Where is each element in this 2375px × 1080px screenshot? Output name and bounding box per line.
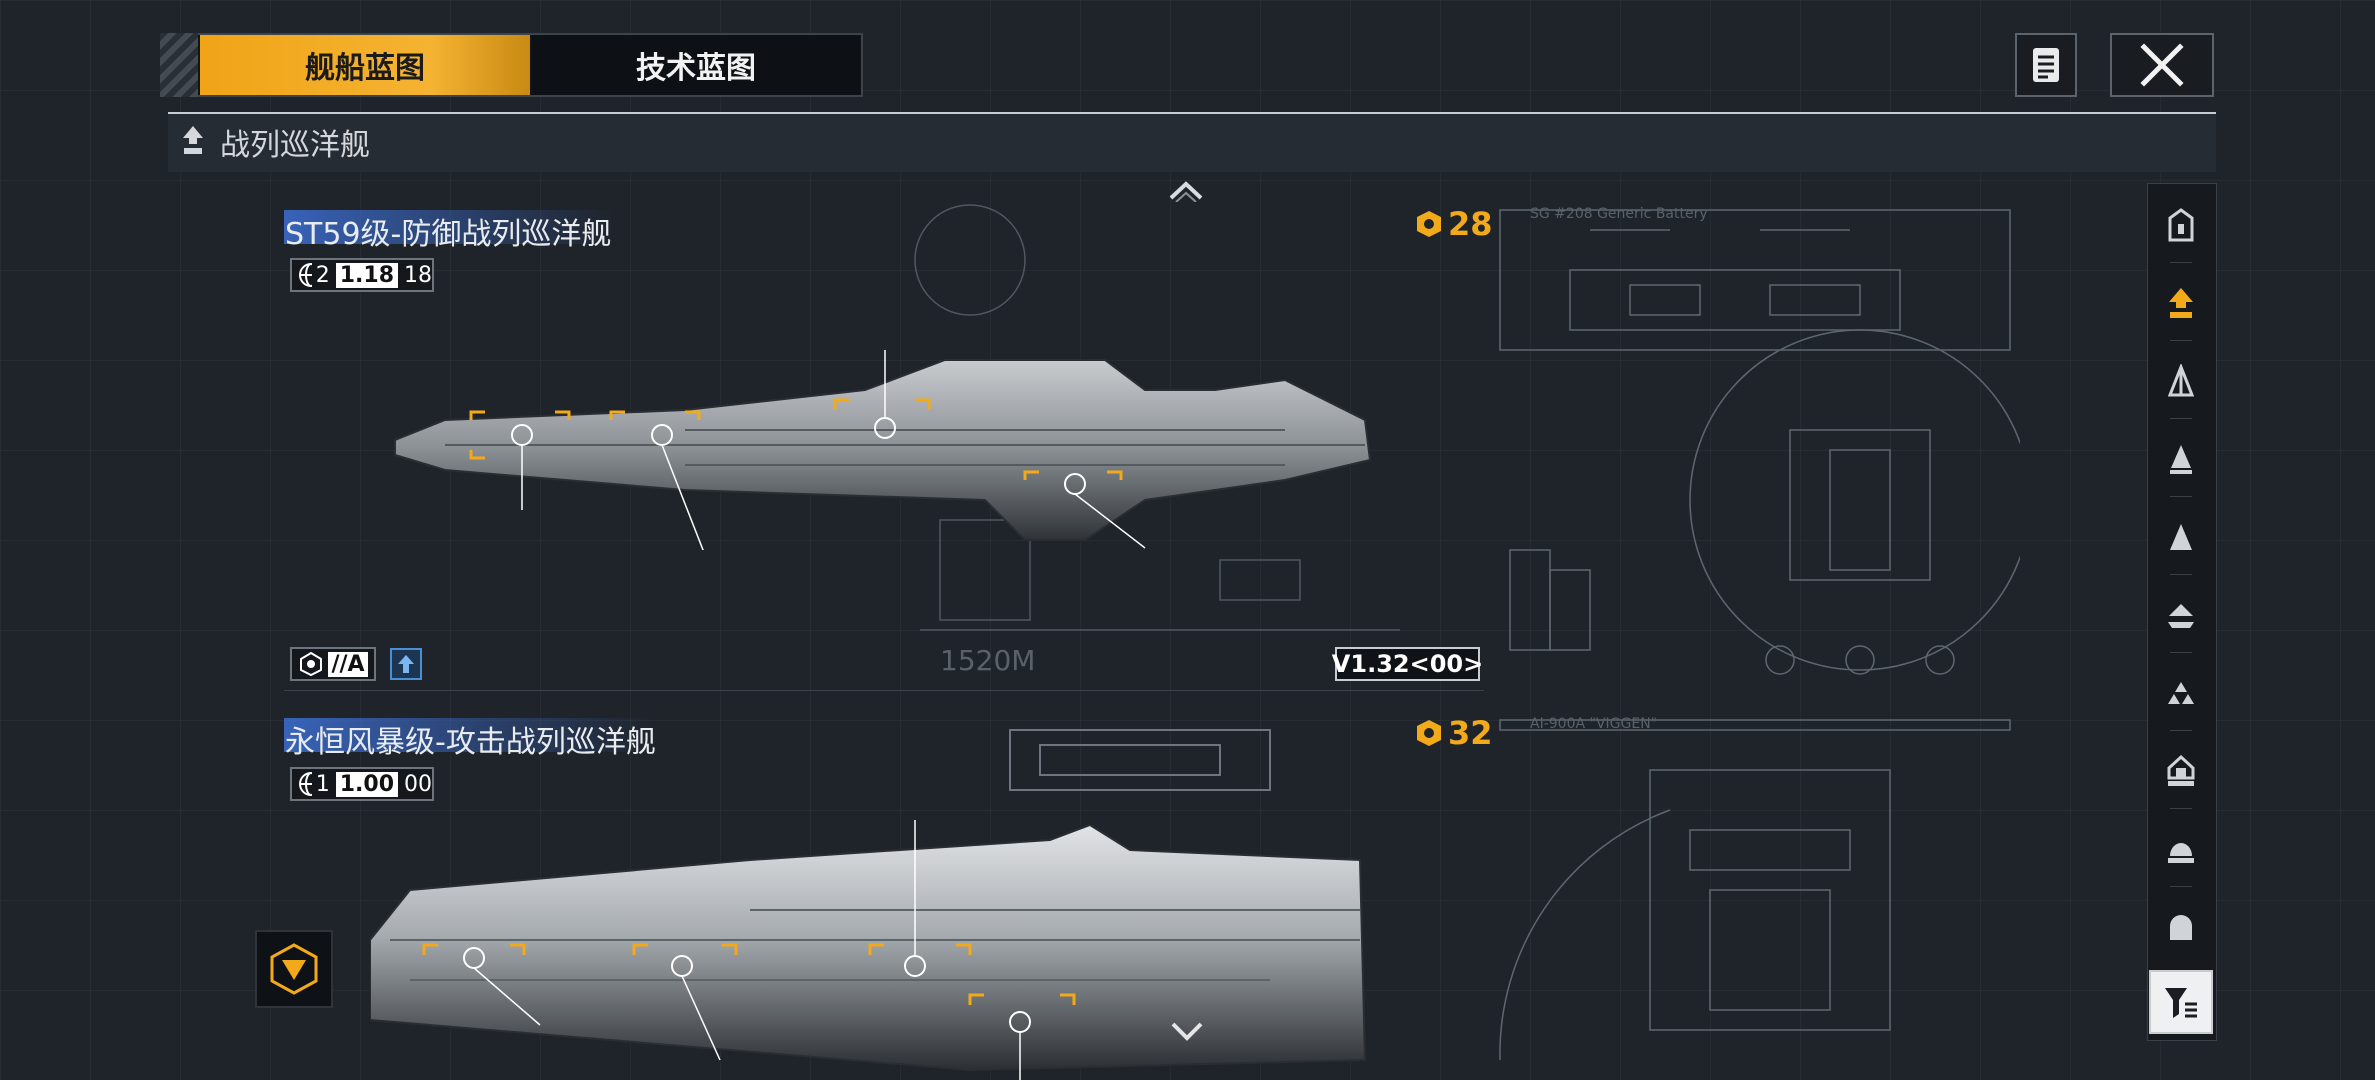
doc-icon [2033, 48, 2059, 82]
ship-count: 2 [315, 262, 330, 288]
sidebar-item-6[interactable] [2150, 662, 2212, 724]
battlecruiser-icon [2169, 288, 2193, 318]
sidebar-separator [2170, 496, 2192, 497]
sidebar-item-0[interactable] [2150, 194, 2212, 256]
fleet-button[interactable] [255, 930, 333, 1008]
chevron-up-icon[interactable] [1168, 178, 1204, 202]
close-button[interactable] [2110, 33, 2214, 97]
category-bar [168, 112, 2216, 172]
tab-bar-stripe [160, 33, 198, 97]
chevron-down-icon[interactable] [1170, 1020, 1204, 1042]
tab-ship-blueprint-label: 舰船蓝图 [305, 51, 425, 86]
ship-version: V1.32<00> [1332, 647, 1483, 681]
gear-icon [300, 651, 323, 677]
dome-icon [2168, 843, 2194, 863]
filter-icon [2165, 988, 2197, 1018]
ship-grade-badge: //A [290, 647, 376, 681]
shield-dome-icon [2170, 915, 2192, 940]
upgrade-icon [398, 655, 414, 673]
ship-model [370, 820, 1367, 1080]
sidebar-item-2[interactable] [2150, 350, 2212, 412]
ship-model [394, 350, 1372, 550]
upgrade-button[interactable] [390, 648, 422, 680]
corvette-group-icon [2168, 682, 2194, 704]
ship-cost-value: 28 [1448, 205, 1493, 243]
sidebar-item-9[interactable] [2150, 896, 2212, 958]
category-title: 战列巡洋舰 [220, 128, 370, 163]
sidebar-separator [2170, 340, 2192, 341]
sidebar-item-5[interactable] [2150, 584, 2212, 646]
sidebar-item-3[interactable] [2150, 428, 2212, 490]
sidebar-separator [2170, 808, 2192, 809]
sidebar-separator [2170, 262, 2192, 263]
sidebar-item-4[interactable] [2150, 506, 2212, 568]
sidebar-separator [2170, 652, 2192, 653]
hangar-icon [2167, 754, 2195, 786]
sidebar-separator [2170, 730, 2192, 731]
battlecruiser-icon [183, 126, 203, 154]
ship-code-badge: 2 1.18 18 [290, 258, 434, 292]
ship-cost-value: 32 [1448, 714, 1493, 752]
ship-code: 1.00 [335, 771, 398, 797]
ship-name: 永恒风暴级-攻击战列巡洋舰 [285, 725, 656, 760]
ship-title-highlight [284, 718, 654, 752]
tab-ship-blueprint[interactable]: 舰船蓝图 [200, 35, 530, 95]
globe-icon [299, 772, 312, 796]
tab-tech-blueprint[interactable]: 技术蓝图 [532, 35, 860, 95]
ship-title-highlight [284, 210, 614, 244]
blueprint-decoration [1499, 209, 2020, 1060]
ship-length-label: 1520M [940, 644, 1036, 677]
blueprint-label-2: AI-900A "VIGGEN" [1530, 716, 1658, 732]
hex-icon [270, 943, 318, 995]
sidebar-item-battlecruiser[interactable] [2150, 272, 2212, 334]
carrier-icon [2168, 604, 2194, 628]
sidebar-item-7[interactable] [2150, 740, 2212, 802]
sidebar-separator [2170, 886, 2192, 887]
ship-grade-row: //A [290, 647, 422, 681]
filter-button[interactable] [2149, 970, 2213, 1034]
ship-cost: 28 [1414, 205, 1493, 243]
frigate-icon [2170, 524, 2192, 550]
cruiser-icon [2167, 364, 2195, 397]
ship-name: ST59级-防御战列巡洋舰 [285, 217, 612, 252]
cost-icon [1417, 720, 1441, 746]
ship-code-suffix: 00 [404, 771, 432, 797]
ship-code-suffix: 18 [404, 262, 432, 288]
close-icon [2140, 43, 2184, 87]
globe-icon [299, 263, 312, 287]
tab-tech-blueprint-label: 技术蓝图 [636, 51, 756, 86]
ship-count: 1 [315, 771, 330, 797]
document-button[interactable] [2015, 33, 2077, 97]
ship-cost: 32 [1414, 714, 1493, 752]
station-icon [2168, 208, 2194, 242]
destroyer-icon [2170, 445, 2192, 474]
blueprint-decoration-mid [914, 204, 1400, 631]
cost-icon [1417, 211, 1441, 237]
sidebar-separator [2170, 418, 2192, 419]
sidebar-item-8[interactable] [2150, 818, 2212, 880]
blueprint-label-1: SG #208 Generic Battery [1530, 206, 1708, 222]
sidebar-separator [2170, 574, 2192, 575]
ship-code-badge: 1 1.00 00 [290, 767, 434, 801]
ship-grade: //A [328, 651, 368, 677]
card-divider [284, 690, 1484, 691]
ship-code: 1.18 [335, 262, 398, 288]
blueprint-decoration-small [1009, 729, 1271, 791]
